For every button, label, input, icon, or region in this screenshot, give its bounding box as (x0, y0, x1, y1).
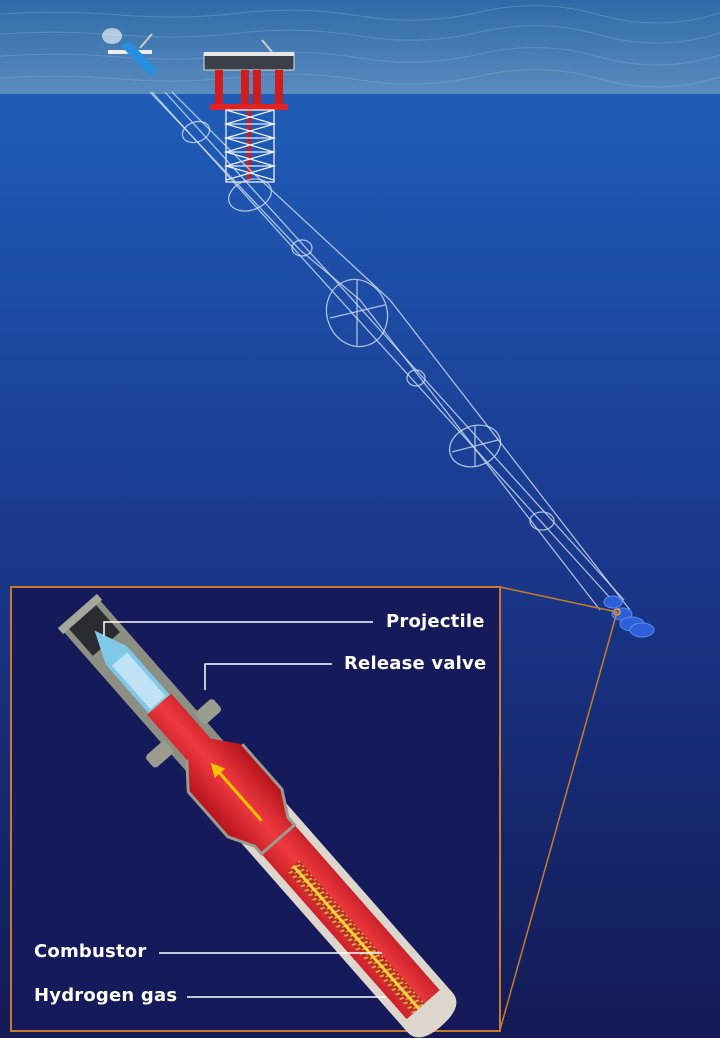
surface-muzzle-icon (102, 28, 158, 76)
release-valve-icon (195, 699, 221, 724)
wave-texture (0, 5, 720, 88)
sea-surface (0, 0, 720, 94)
flow-arrow-icon (210, 762, 263, 822)
breech-anchor-icon (603, 595, 655, 638)
offshore-platform-icon (203, 39, 295, 183)
label-projectile: Projectile (386, 611, 485, 632)
leader-lines (103, 621, 386, 998)
launch-tube-icon (149, 91, 631, 611)
inset-callout-lines (499, 586, 618, 1031)
label-release-valve: Release valve (344, 653, 487, 674)
label-hydrogen-gas: Hydrogen gas (34, 985, 178, 1006)
label-combustor: Combustor (34, 941, 147, 962)
launcher-cutaway (57, 593, 457, 1038)
